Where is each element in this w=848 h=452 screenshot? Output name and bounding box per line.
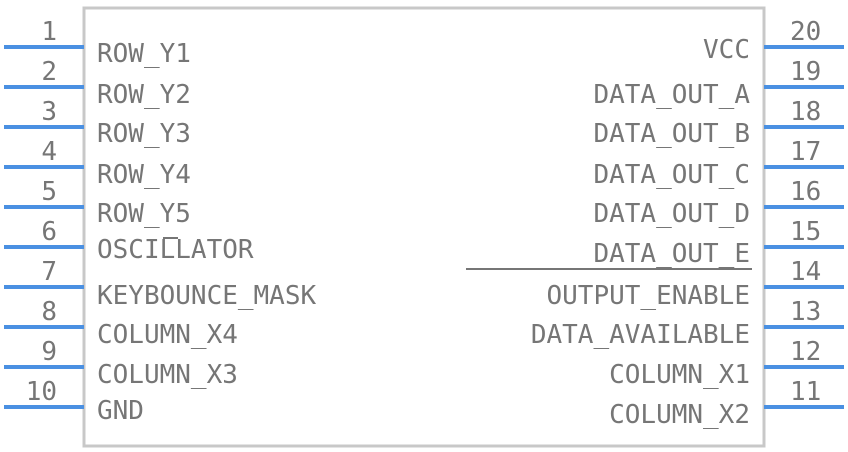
left-pin-7-name: KEYBOUNCE_MASK	[97, 281, 316, 311]
right-pin-15-number: 15	[790, 217, 821, 247]
right-pin-14-number: 14	[790, 257, 821, 287]
left-pin-4-name: ROW_Y4	[97, 160, 191, 190]
right-pin-14-name: OUTPUT_ENABLE	[547, 281, 751, 311]
ic-body-outline	[82, 6, 766, 448]
left-pin-3-number: 3	[41, 97, 57, 127]
left-pin-2-name: ROW_Y2	[97, 80, 191, 110]
left-pin-6-name: OSCILLATOR	[97, 235, 254, 265]
left-pin-5-number: 5	[41, 177, 57, 207]
left-pin-2-number: 2	[41, 57, 57, 87]
right-pin-13-name: DATA_AVAILABLE	[531, 320, 750, 350]
right-pin-12-name: COLUMN_X1	[609, 360, 750, 390]
left-pin-8-name: COLUMN_X4	[97, 320, 238, 350]
left-pin-4-number: 4	[41, 137, 57, 167]
right-pin-12-number: 12	[790, 337, 821, 367]
left-pin-8-number: 8	[41, 297, 57, 327]
right-pin-15-name: DATA_OUT_E	[593, 239, 750, 269]
right-pin-16-name: DATA_OUT_D	[593, 199, 750, 229]
right-pin-11-name: COLUMN_X2	[609, 400, 750, 430]
right-pin-20-name: VCC	[703, 35, 750, 65]
right-pin-17-name: DATA_OUT_C	[593, 160, 750, 190]
left-pin-7-number: 7	[41, 257, 57, 287]
right-pin-19-name: DATA_OUT_A	[593, 80, 750, 110]
left-pin-1-name: ROW_Y1	[97, 39, 191, 69]
right-pin-19-number: 19	[790, 57, 821, 87]
right-pin-13-number: 13	[790, 297, 821, 327]
left-pin-3-name: ROW_Y3	[97, 119, 191, 149]
left-pin-9-name: COLUMN_X3	[97, 360, 238, 390]
left-pin-9-number: 9	[41, 337, 57, 367]
right-pin-18-name: DATA_OUT_B	[593, 119, 750, 149]
left-pin-10-number: 10	[26, 377, 57, 407]
left-pin-6-number: 6	[41, 217, 57, 247]
right-pin-17-number: 17	[790, 137, 821, 167]
left-pin-1-number: 1	[41, 17, 57, 47]
left-pin-5-name: ROW_Y5	[97, 199, 191, 229]
left-pin-10-name: GND	[97, 396, 144, 426]
right-pin-16-number: 16	[790, 177, 821, 207]
right-pin-20-number: 20	[790, 17, 821, 47]
right-pin-11-number: 11	[790, 377, 821, 407]
right-pin-18-number: 18	[790, 97, 821, 127]
